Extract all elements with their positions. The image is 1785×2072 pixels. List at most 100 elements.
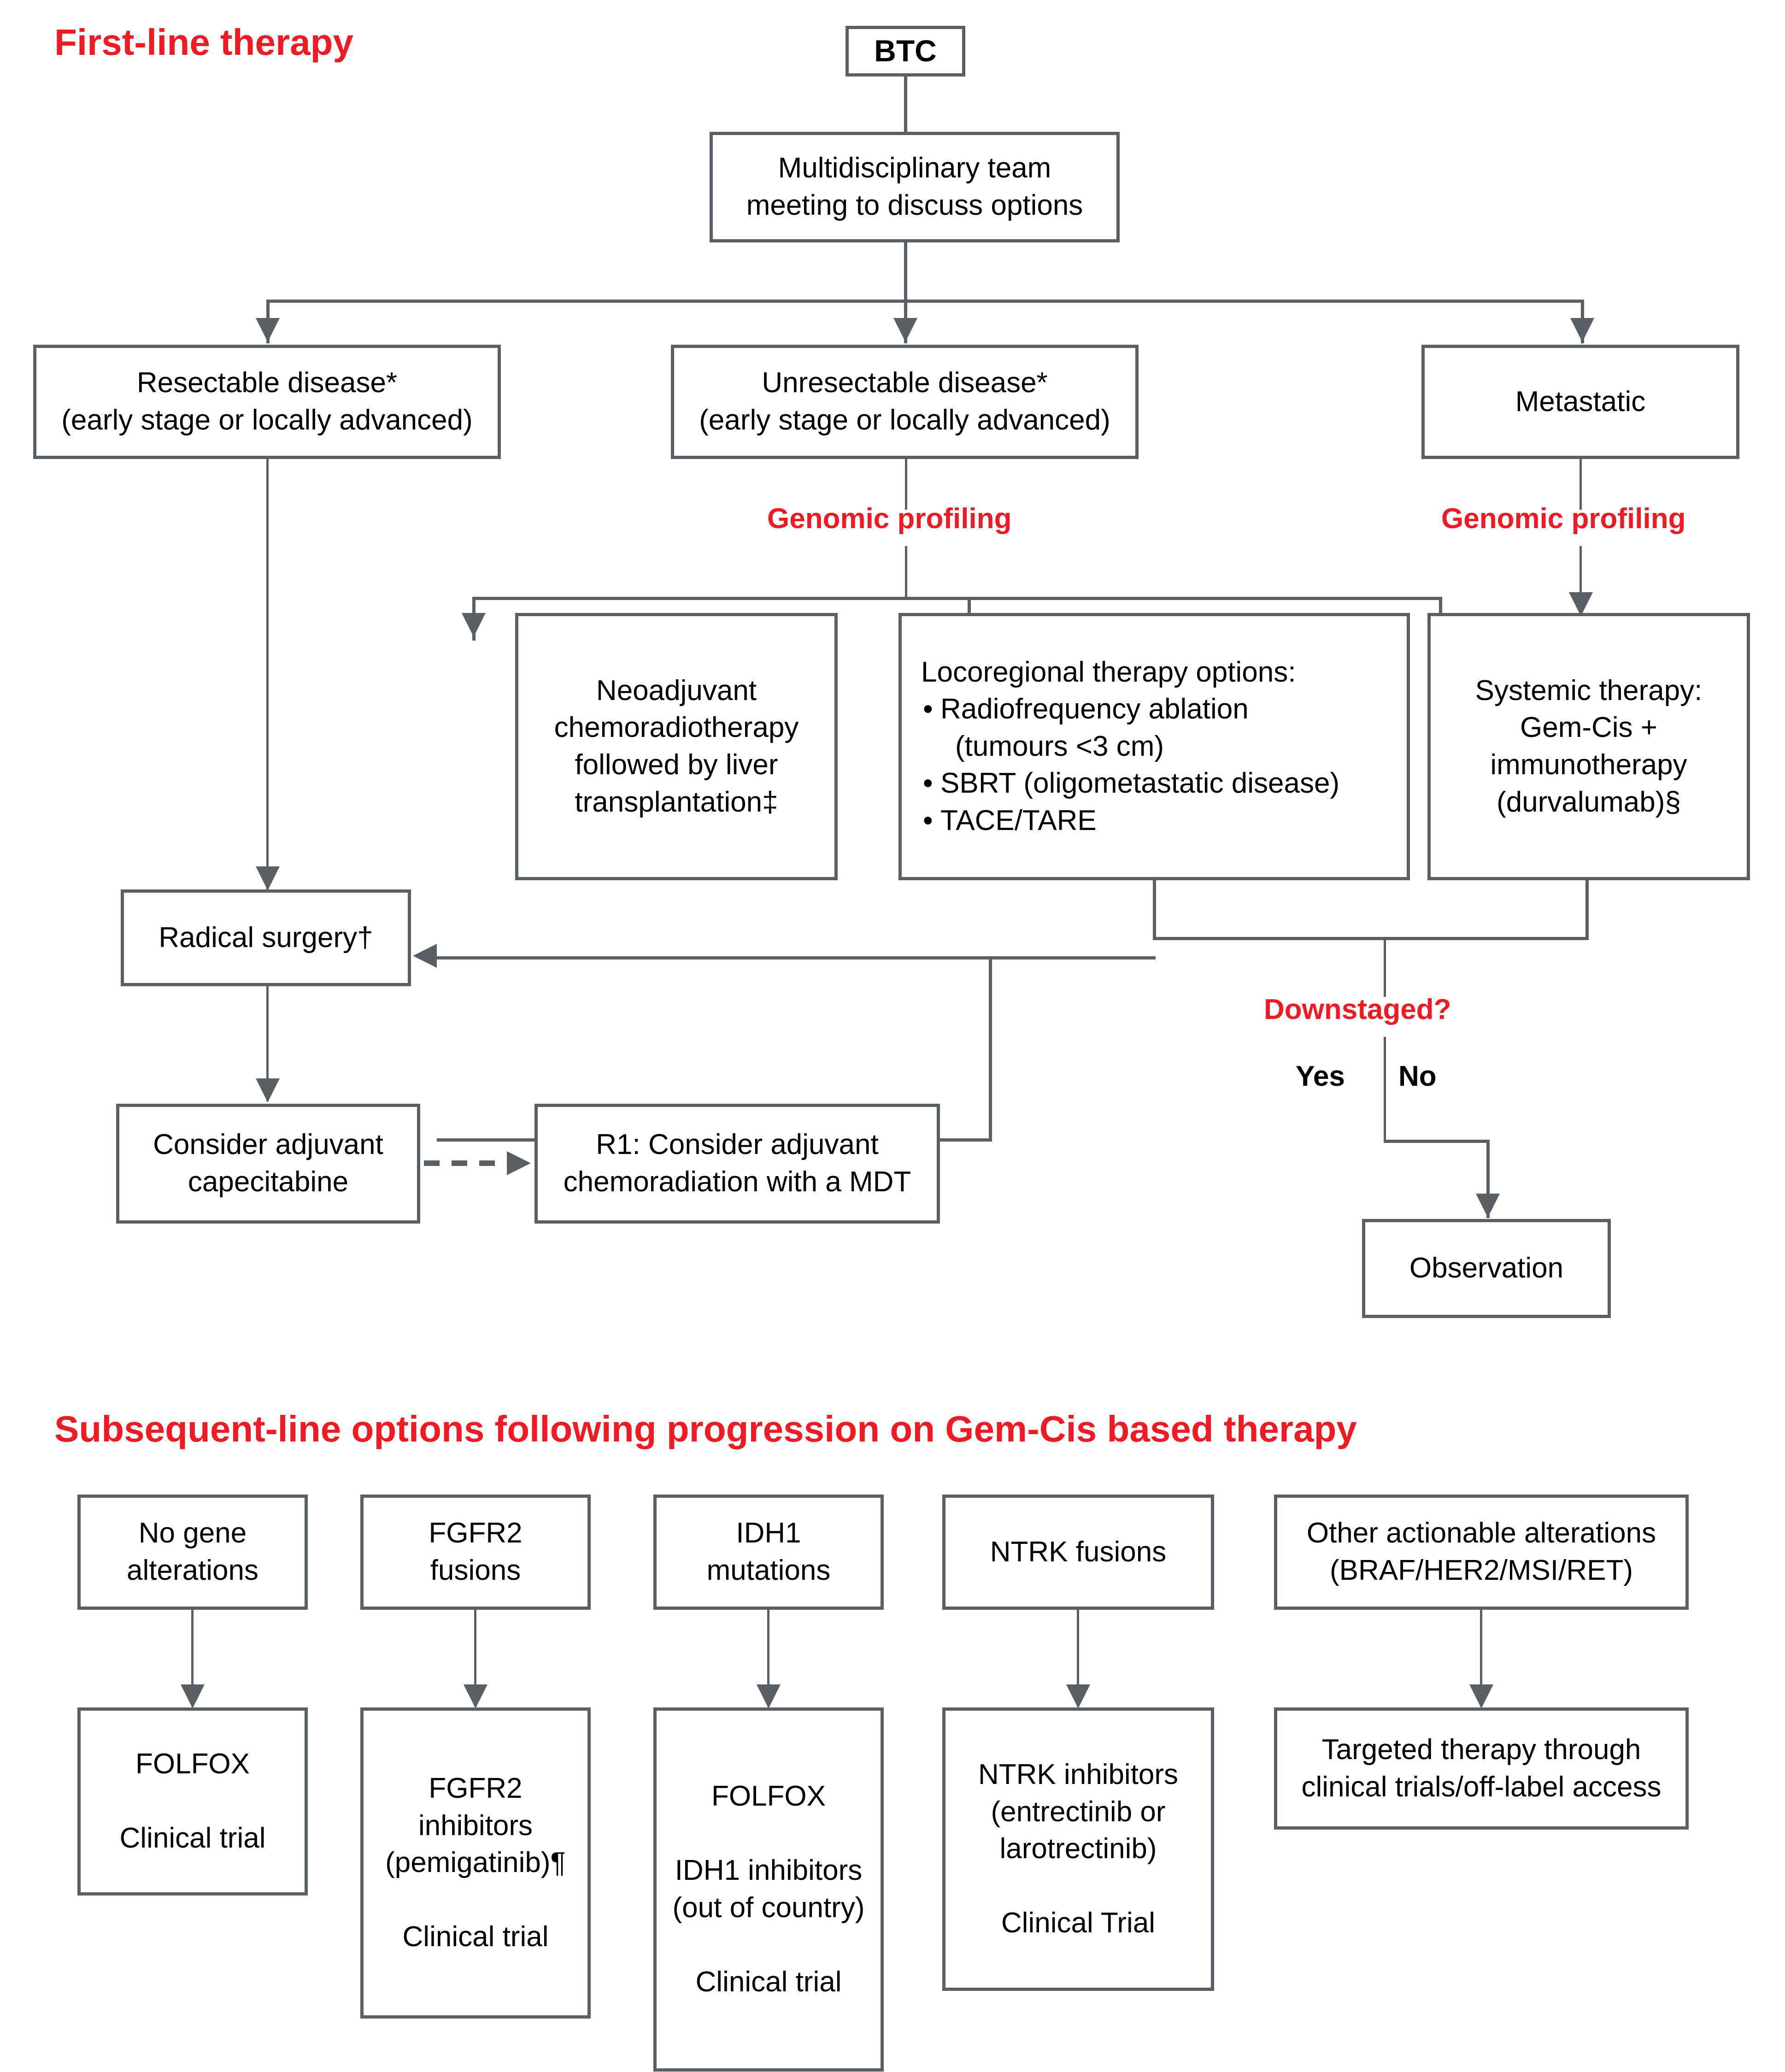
connector-metastatic-to-genomic — [1579, 459, 1582, 510]
label-genomic-profiling-middle: Genomic profiling — [767, 503, 1012, 535]
node-treatment-0-line2: Clinical trial — [119, 1822, 266, 1854]
connector-yes-horizontal — [437, 956, 1156, 959]
node-treatment-fgfr2-inhibitors: FGFR2 inhibitors (pemigatinib)¶ Clinical… — [360, 1707, 591, 2019]
node-neoadjuvant-line3: followed by liver — [575, 749, 778, 781]
node-unresectable-disease: Unresectable disease* (early stage or lo… — [671, 345, 1139, 459]
label-downstaged: Downstaged? — [1264, 994, 1451, 1025]
connector-tier2-bar — [472, 597, 1442, 600]
node-treatment-1-line4: Clinical trial — [402, 1921, 549, 1953]
node-alteration-other: Other actionable alterations (BRAF/HER2/… — [1274, 1495, 1689, 1610]
connector-downstage-merge-bar — [1153, 937, 1589, 940]
locoregional-item-1: (tumours <3 cm) — [955, 730, 1164, 762]
node-treatment-2-line2: IDH1 inhibitors — [675, 1854, 863, 1887]
connector-downstage-stem-lower — [1384, 1037, 1386, 1143]
connector-tier1-bar — [266, 300, 1584, 303]
node-adjuvant-line2: capecitabine — [188, 1166, 349, 1198]
locoregional-item-3: TACE/TARE — [921, 802, 1400, 840]
node-resectable-line1: Resectable disease* — [136, 367, 398, 399]
node-r1-chemoradiation: R1: Consider adjuvant chemoradiation wit… — [534, 1104, 940, 1224]
node-treatment-1-line2: (pemigatinib)¶ — [385, 1847, 566, 1879]
node-mdt-line1: Multidisciplinary team — [778, 152, 1051, 184]
arrowhead-alt3 — [1066, 1684, 1090, 1708]
locoregional-item-0: Radiofrequency ablation — [921, 691, 1400, 728]
connector-alt0-to-treat0 — [191, 1610, 194, 1707]
first-line-therapy-title: First-line therapy — [54, 22, 354, 63]
node-alteration-1-line1: FGFR2 — [429, 1517, 523, 1549]
locoregional-bullet-list: Radiofrequency ablation (tumours <3 cm) … — [921, 691, 1400, 839]
node-adjuvant-line1: Consider adjuvant — [153, 1129, 383, 1161]
arrowhead-alt0 — [181, 1684, 205, 1708]
connector-alt1-to-treat1 — [474, 1610, 476, 1707]
node-neoadjuvant-line1: Neoadjuvant — [596, 674, 757, 706]
node-treatment-3-line1: (entrectinib or — [991, 1795, 1166, 1828]
node-treatment-2-line3: (out of country) — [672, 1892, 865, 1924]
node-observation-label: Observation — [1409, 1252, 1564, 1284]
node-treatment-1-line1: inhibitors — [418, 1809, 533, 1842]
node-alteration-1-line2: fusions — [430, 1554, 521, 1586]
node-treatment-4-line0: Targeted therapy through — [1321, 1733, 1641, 1766]
connector-genomic-mid-stem — [905, 546, 907, 597]
connector-alt3-to-treat3 — [1077, 1610, 1079, 1707]
node-alteration-0-line1: No gene — [138, 1517, 247, 1549]
connector-yes-riser — [989, 956, 992, 1141]
arrowhead-to-neoadjuvant — [462, 613, 486, 637]
node-resectable-disease: Resectable disease* (early stage or loca… — [33, 345, 501, 459]
node-neoadjuvant-line4: transplantation‡ — [575, 786, 778, 818]
node-metastatic-label: Metastatic — [1515, 385, 1646, 418]
node-unresectable-line1: Unresectable disease* — [762, 367, 1048, 399]
node-adjuvant-capecitabine: Consider adjuvant capecitabine — [116, 1104, 420, 1224]
connector-mdt-stem — [904, 242, 907, 302]
subsequent-line-title: Subsequent-line options following progre… — [54, 1408, 1357, 1449]
node-unresectable-line2: (early stage or locally advanced) — [699, 404, 1110, 436]
connector-locoregional-down — [1153, 880, 1156, 940]
arrowhead-to-unresectable — [893, 318, 917, 342]
connector-downstage-stem — [1384, 937, 1386, 997]
node-systemic-line2: Gem-Cis + — [1520, 712, 1657, 744]
node-treatment-0-line1 — [188, 1783, 196, 1820]
node-treatment-3-line0: NTRK inhibitors — [978, 1759, 1179, 1791]
arrowhead-metastatic-to-systemic — [1569, 592, 1593, 616]
connector-resectable-to-surgery — [266, 459, 269, 890]
connector-systemic-down — [1585, 880, 1589, 940]
node-r1-line2: chemoradiation with a MDT — [563, 1166, 911, 1198]
node-treatment-3-line4: Clinical Trial — [1001, 1907, 1156, 1939]
node-treatment-3-line2: larotrectinib) — [999, 1833, 1157, 1865]
node-treatment-3-line3 — [1074, 1868, 1082, 1905]
node-r1-line1: R1: Consider adjuvant — [596, 1129, 879, 1161]
label-no: No — [1398, 1060, 1437, 1092]
arrowhead-to-metastatic — [1570, 318, 1594, 342]
node-resectable-line2: (early stage or locally advanced) — [61, 404, 473, 436]
node-treatment-targeted-therapy: Targeted therapy through clinical trials… — [1274, 1707, 1689, 1830]
connector-btc-to-mdt — [904, 77, 907, 132]
node-alteration-0-line2: alterations — [126, 1554, 259, 1586]
arrowhead-alt4 — [1469, 1684, 1493, 1708]
node-treatment-2-line0: FOLFOX — [711, 1780, 826, 1813]
connector-alt4-to-treat4 — [1480, 1610, 1482, 1707]
node-alteration-3-line1: NTRK fusions — [990, 1536, 1167, 1568]
node-locoregional-options: Locoregional therapy options: Radiofrequ… — [898, 613, 1410, 880]
node-alteration-no-gene: No gene alterations — [77, 1495, 308, 1610]
node-observation: Observation — [1362, 1219, 1611, 1318]
connector-adjuvant-to-r1-dashed — [424, 1160, 511, 1166]
node-btc: BTC — [846, 26, 965, 77]
node-alteration-2-line2: mutations — [706, 1554, 831, 1586]
node-systemic-line1: Systemic therapy: — [1475, 674, 1703, 706]
node-treatment-0-line0: FOLFOX — [135, 1748, 250, 1780]
connector-unresectable-to-genomic — [905, 459, 907, 510]
node-alteration-fgfr2: FGFR2 fusions — [360, 1495, 591, 1610]
node-systemic-line3: immunotherapy — [1490, 749, 1687, 781]
node-alteration-4-line2: (BRAF/HER2/MSI/RET) — [1330, 1554, 1633, 1586]
node-systemic-line4: (durvalumab)§ — [1497, 786, 1681, 818]
connector-genomic-right-stem — [1579, 546, 1582, 631]
arrowhead-to-radical-surgery — [256, 866, 280, 890]
node-neoadjuvant-transplant: Neoadjuvant chemoradiotherapy followed b… — [515, 613, 838, 880]
node-btc-label: BTC — [874, 34, 937, 68]
node-treatment-folfox-clinical-trial: FOLFOX Clinical trial — [77, 1707, 308, 1895]
node-treatment-4-line1: clinical trials/off-label access — [1301, 1771, 1662, 1803]
node-radical-surgery: Radical surgery† — [121, 889, 411, 986]
arrowhead-to-adjuvant — [256, 1078, 280, 1102]
node-metastatic: Metastatic — [1421, 345, 1739, 459]
node-alteration-4-line1: Other actionable alterations — [1306, 1517, 1656, 1549]
node-locoregional-header: Locoregional therapy options: — [921, 656, 1296, 688]
